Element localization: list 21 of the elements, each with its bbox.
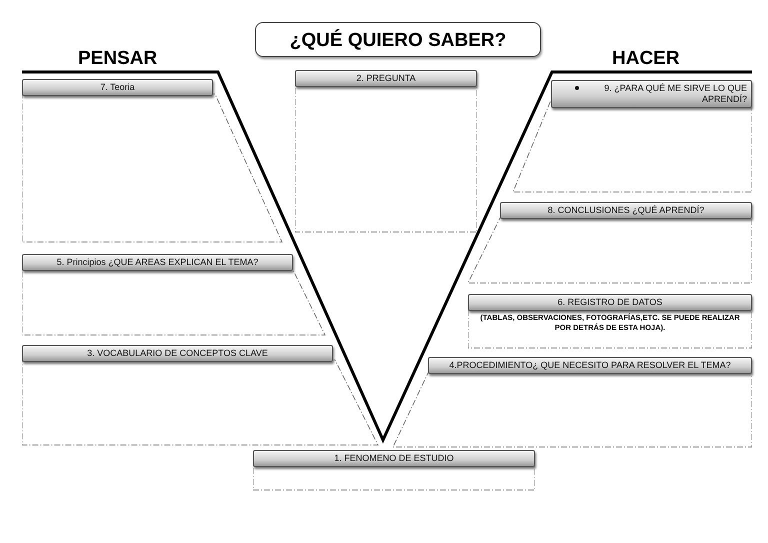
section-header-bar: 1. FENOMENO DE ESTUDIO <box>253 450 535 467</box>
worksheet-section <box>467 202 752 284</box>
section-header-bar: 4.PROCEDIMIENTO¿ QUE NECESITO PARA RESOLVER EL TEMA? <box>428 357 752 374</box>
section-header-bar: 8. CONCLUSIONES ¿QUÉ APRENDÍ? <box>500 202 752 219</box>
worksheet-section <box>22 254 326 336</box>
side-heading: HACER <box>612 48 680 70</box>
section-header-bar: 2. PREGUNTA <box>295 70 477 87</box>
title-box: ¿QUÉ QUIERO SABER? <box>255 22 541 57</box>
worksheet-section <box>253 450 535 491</box>
section-header-bar: 6. REGISTRO DE DATOS <box>468 294 752 311</box>
worksheet-section <box>22 79 284 243</box>
worksheet-section <box>22 345 379 446</box>
section-header-bar: 7. Teoria <box>22 79 213 96</box>
worksheet-section <box>295 70 477 233</box>
section-header-bar: 5. Principios ¿QUE AREAS EXPLICAN EL TEMA? <box>22 254 293 271</box>
worksheet-section <box>513 80 752 193</box>
section-header-bar: 9. ¿PARA QUÉ ME SIRVE LO QUE APRENDÍ? <box>551 80 752 108</box>
section-header-bar: 3. VOCABULARIO DE CONCEPTOS CLAVE <box>22 345 333 362</box>
side-heading: PENSAR <box>78 48 158 70</box>
worksheet-section <box>468 294 752 349</box>
worksheet-section <box>393 357 752 448</box>
